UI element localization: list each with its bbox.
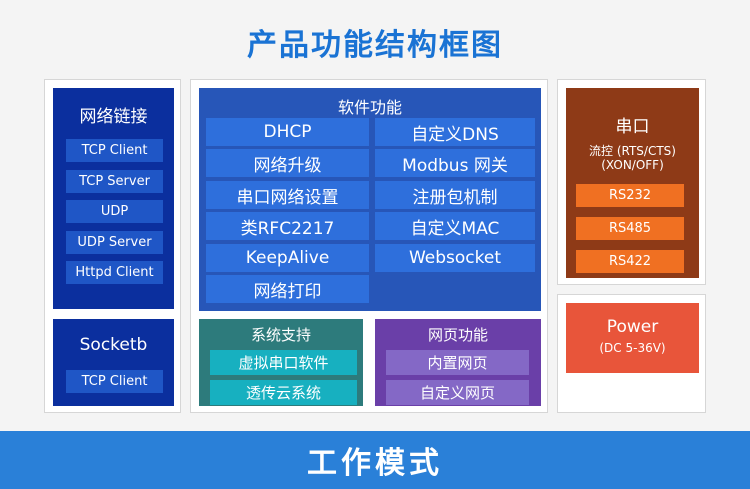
software-item-registration-packet: 注册包机制 bbox=[375, 181, 535, 209]
socketb-box: Socketb TCP Client bbox=[53, 319, 174, 406]
network-item-httpd-client: Httpd Client bbox=[66, 261, 163, 284]
power-panel: Power (DC 5-36V) bbox=[557, 294, 706, 413]
software-item-custom-mac: 自定义MAC bbox=[375, 212, 535, 240]
left-panel: 网络链接 TCP Client TCP Server UDP UDP Serve… bbox=[44, 79, 181, 413]
system-item-transparent-cloud: 透传云系统 bbox=[210, 380, 357, 405]
network-item-tcp-client: TCP Client bbox=[66, 139, 163, 162]
network-item-tcp-server: TCP Server bbox=[66, 170, 163, 193]
serial-item-rs232: RS232 bbox=[576, 184, 684, 207]
software-item-modbus-gateway: Modbus 网关 bbox=[375, 149, 535, 177]
software-item-custom-dns: 自定义DNS bbox=[375, 118, 535, 146]
software-item-websocket: Websocket bbox=[375, 244, 535, 272]
software-item-network-print: 网络打印 bbox=[206, 275, 369, 303]
serial-panel: 串口 流控 (RTS/CTS) (XON/OFF) RS232 RS485 RS… bbox=[557, 79, 706, 285]
web-box: 网页功能 内置网页 自定义网页 bbox=[375, 319, 541, 406]
center-panel: 软件功能 DHCP 自定义DNS 网络升级 Modbus 网关 串口网络设置 注… bbox=[190, 79, 548, 413]
serial-title: 串口 bbox=[615, 117, 650, 137]
software-item-keepalive: KeepAlive bbox=[206, 244, 369, 272]
power-voltage: (DC 5-36V) bbox=[599, 341, 666, 355]
serial-xon-xoff: (XON/OFF) bbox=[601, 158, 664, 172]
serial-item-rs485: RS485 bbox=[576, 217, 684, 240]
serial-flow-control: 流控 (RTS/CTS) bbox=[589, 144, 676, 158]
web-title: 网页功能 bbox=[427, 326, 488, 344]
serial-box: 串口 流控 (RTS/CTS) (XON/OFF) RS232 RS485 RS… bbox=[566, 88, 699, 278]
power-box: Power (DC 5-36V) bbox=[566, 303, 699, 373]
web-item-custom-page: 自定义网页 bbox=[386, 380, 529, 405]
socketb-title: Socketb bbox=[79, 335, 148, 355]
software-item-serial-network-settings: 串口网络设置 bbox=[206, 181, 369, 209]
software-item-rfc2217: 类RFC2217 bbox=[206, 212, 369, 240]
network-title: 网络链接 bbox=[79, 107, 148, 127]
software-item-network-upgrade: 网络升级 bbox=[206, 149, 369, 177]
system-title: 系统支持 bbox=[250, 326, 311, 344]
diagram-title: 产品功能结构框图 bbox=[247, 28, 503, 63]
serial-item-rs422: RS422 bbox=[576, 250, 684, 273]
system-box: 系统支持 虚拟串口软件 透传云系统 bbox=[199, 319, 363, 406]
working-mode-banner: 工作模式 bbox=[0, 431, 750, 489]
software-box: 软件功能 DHCP 自定义DNS 网络升级 Modbus 网关 串口网络设置 注… bbox=[199, 88, 541, 311]
network-item-udp: UDP bbox=[66, 200, 163, 223]
web-item-builtin-page: 内置网页 bbox=[386, 350, 529, 375]
system-item-virtual-serial: 虚拟串口软件 bbox=[210, 350, 357, 375]
software-title: 软件功能 bbox=[337, 98, 402, 117]
socketb-item-tcp-client: TCP Client bbox=[66, 370, 163, 393]
network-box: 网络链接 TCP Client TCP Server UDP UDP Serve… bbox=[53, 88, 174, 309]
power-title: Power bbox=[606, 317, 659, 337]
software-item-dhcp: DHCP bbox=[206, 118, 369, 146]
network-item-udp-server: UDP Server bbox=[66, 231, 163, 254]
